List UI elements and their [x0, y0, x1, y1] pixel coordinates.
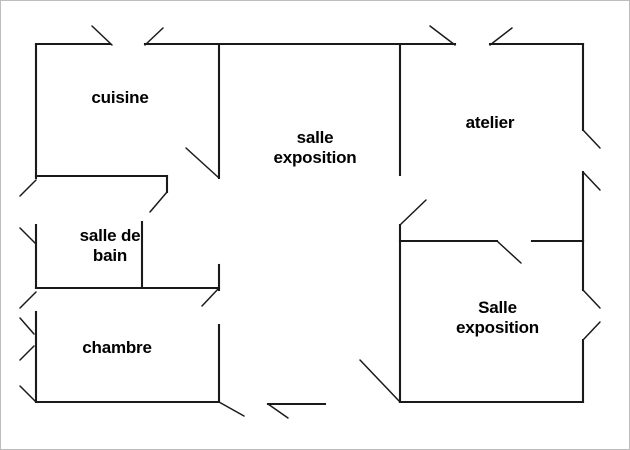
door-swing-door-expo-n: [496, 240, 522, 264]
door-swing-door-top-cuisine: [91, 25, 113, 46]
door-swing-door-bottom-a: [218, 401, 245, 417]
door-swing-door-cuisine-hall: [185, 147, 220, 179]
door-swing-door-expo-nw: [399, 199, 427, 226]
door-swing-door-right-mid: [582, 171, 601, 191]
door-swing-door-right-lower: [582, 289, 601, 309]
walls-group: [34, 42, 585, 406]
room-label-chambre: chambre: [82, 338, 152, 357]
door-swing-door-chambre-b: [19, 345, 35, 361]
room-label-atelier: atelier: [465, 113, 515, 132]
room-label-salle-exposition: salle exposition: [273, 128, 357, 167]
door-swing-door-top-hall-r: [429, 25, 456, 46]
door-swing-door-stub-swing: [149, 191, 168, 213]
door-swing-door-right-bottom: [582, 321, 601, 341]
door-swing-door-right-upper: [582, 129, 601, 149]
door-swing-door-chambre-entry: [19, 385, 37, 403]
doors-group: [19, 25, 601, 419]
door-swing-door-top-atelier: [489, 27, 513, 46]
door-swing-door-bottom-b: [267, 403, 289, 419]
door-swing-door-chambre-a: [19, 317, 35, 335]
room-label-cuisine: cuisine: [91, 88, 149, 107]
room-label-salle-exposition-2: Salle exposition: [455, 298, 539, 337]
door-swing-door-sdb-entry: [19, 227, 37, 245]
door-swing-door-sdb-right: [201, 287, 220, 307]
door-swing-door-sdb-upper: [19, 179, 37, 197]
door-swing-door-sdb-lower: [19, 291, 37, 309]
door-swing-door-top-hall: [144, 27, 164, 46]
room-label-salle-de-bain: salle de bain: [79, 226, 141, 265]
door-swing-door-expo-sw: [359, 359, 401, 403]
